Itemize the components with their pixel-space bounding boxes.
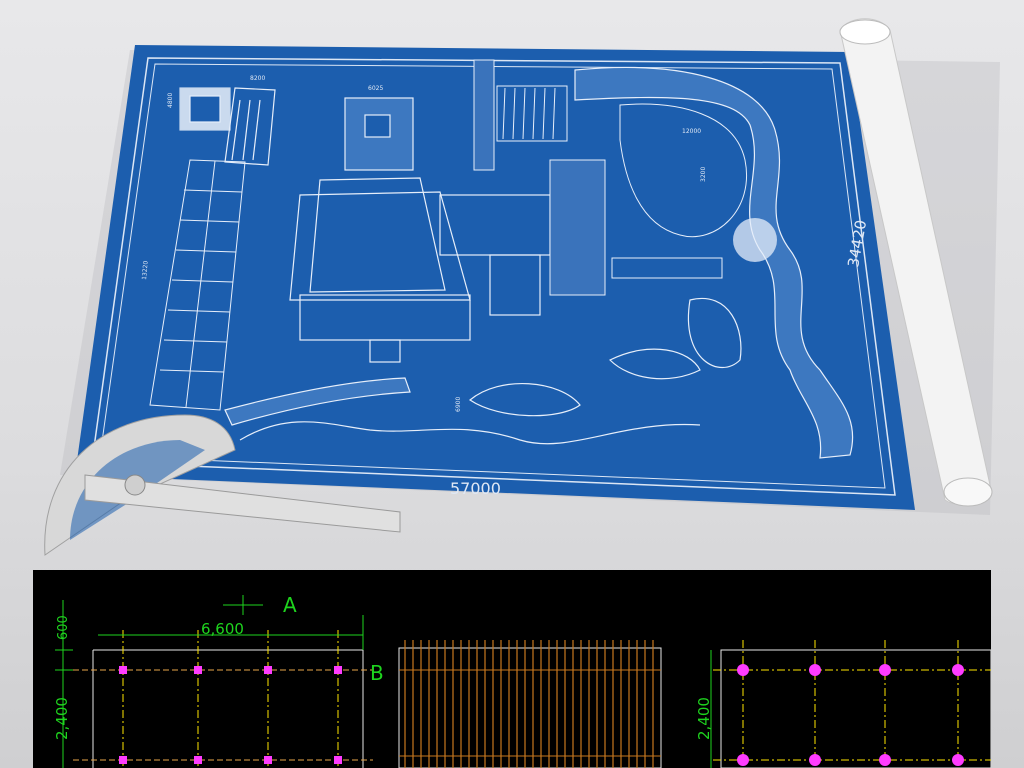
axis-label-a: A: [283, 593, 297, 617]
walkway: [473, 59, 723, 296]
house-plan: [289, 97, 551, 363]
sheet3-side-dim-2400: 2,400: [695, 697, 713, 740]
blueprint-scene: 57000 34420 13220 6025 12000 3200 6900 8…: [44, 18, 1000, 556]
paper-roll: [839, 18, 993, 507]
dim-left-small: 4800: [167, 93, 174, 108]
dim-lower: 6900: [455, 397, 462, 412]
blueprint-paper: [75, 45, 915, 510]
dim-top-small: 6025: [368, 85, 383, 92]
sheet-2-pergola-plan: [398, 647, 662, 768]
pond-outline: [619, 103, 747, 238]
sheet-3-column-grid: 2,400: [695, 640, 991, 768]
dim-mid-a: 12000: [682, 128, 701, 135]
pergola-slats: [404, 640, 654, 768]
width-dim-6600: 6,600: [201, 620, 244, 638]
axis-label-b: B: [370, 661, 384, 685]
protractor-tool: [44, 414, 401, 556]
side-dimension: 13220: [141, 260, 150, 280]
cad-drawing-panel: A B 6,600 600 2,400: [33, 570, 991, 768]
paving-strip: [149, 159, 246, 411]
winding-path: [574, 66, 854, 459]
cad-drawings: A B 6,600 600 2,400: [53, 593, 991, 768]
dim-corner: 8200: [250, 75, 265, 82]
width-dimension: 57000: [450, 479, 501, 498]
pavilion-plan: [179, 87, 276, 166]
blueprint-illustration: 57000 34420 13220 6025 12000 3200 6900 8…: [44, 18, 1000, 556]
dim-mid-b: 3200: [700, 167, 707, 182]
lower-garden: [224, 297, 742, 445]
side-dim-2400: 2,400: [53, 697, 71, 740]
sheet-1-column-grid: A B 6,600 600 2,400: [53, 593, 384, 768]
top-dim-600: 600: [56, 615, 71, 640]
